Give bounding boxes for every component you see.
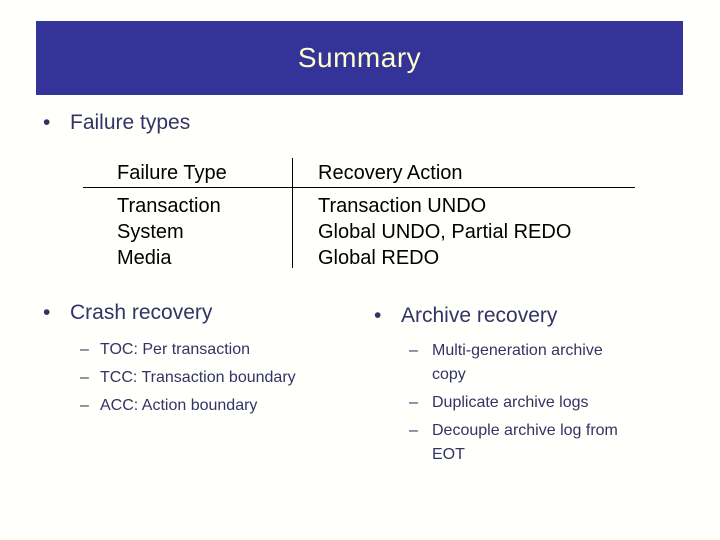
dash-icon: – [409, 422, 418, 439]
archive-recovery-label: Archive recovery [401, 304, 558, 327]
failure-types-bullet: • Failure types [43, 111, 190, 135]
archive-recovery-list: – Multi-generation archive copy – Duplic… [409, 339, 627, 471]
list-item: – Multi-generation archive copy [409, 339, 627, 387]
failure-type-cell: System [117, 221, 184, 243]
crash-recovery-label: Crash recovery [70, 301, 213, 324]
crash-recovery-list: – TOC: Per transaction – TCC: Transactio… [80, 338, 296, 422]
list-item: – TCC: Transaction boundary [80, 366, 296, 390]
bullet-dot-icon: • [374, 304, 382, 327]
table-row: Transaction Transaction UNDO [117, 194, 486, 218]
dash-icon: – [409, 342, 418, 359]
table-row: System Global UNDO, Partial REDO [117, 220, 571, 244]
list-item: – Decouple archive log from EOT [409, 419, 627, 467]
dash-icon: – [409, 394, 418, 411]
list-item-text: TCC: Transaction boundary [100, 369, 296, 386]
dash-icon: – [80, 397, 89, 414]
list-item-text: Duplicate archive logs [432, 394, 589, 411]
failure-type-cell: Media [117, 247, 172, 269]
failure-type-cell: Transaction [117, 195, 221, 217]
crash-recovery-bullet: • Crash recovery [43, 301, 212, 325]
recovery-action-cell: Global UNDO, Partial REDO [318, 221, 572, 243]
slide-title: Summary [297, 42, 422, 73]
bullet-dot-icon: • [43, 111, 51, 134]
recovery-action-cell: Transaction UNDO [318, 195, 487, 217]
dash-icon: – [80, 341, 89, 358]
bullet-dot-icon: • [43, 301, 51, 324]
dash-icon: – [80, 369, 89, 386]
list-item-text: Decouple archive log from EOT [432, 422, 618, 463]
column-header-recovery-action: Recovery Action [318, 162, 463, 184]
table-column-divider [292, 158, 293, 268]
slide-title-bar: Summary [36, 21, 683, 95]
failure-types-label: Failure types [70, 111, 191, 134]
list-item: – ACC: Action boundary [80, 394, 296, 418]
list-item: – Duplicate archive logs [409, 391, 627, 415]
list-item: – TOC: Per transaction [80, 338, 296, 362]
table-row: Media Global REDO [117, 246, 439, 270]
recovery-action-cell: Global REDO [318, 247, 440, 269]
list-item-text: ACC: Action boundary [100, 397, 258, 414]
table-header-underline [83, 187, 635, 188]
column-header-failure-type: Failure Type [117, 162, 227, 184]
list-item-text: Multi-generation archive copy [432, 342, 603, 383]
list-item-text: TOC: Per transaction [100, 341, 250, 358]
archive-recovery-bullet: • Archive recovery [374, 304, 557, 328]
table-header-row: Failure Type Recovery Action [117, 161, 463, 185]
